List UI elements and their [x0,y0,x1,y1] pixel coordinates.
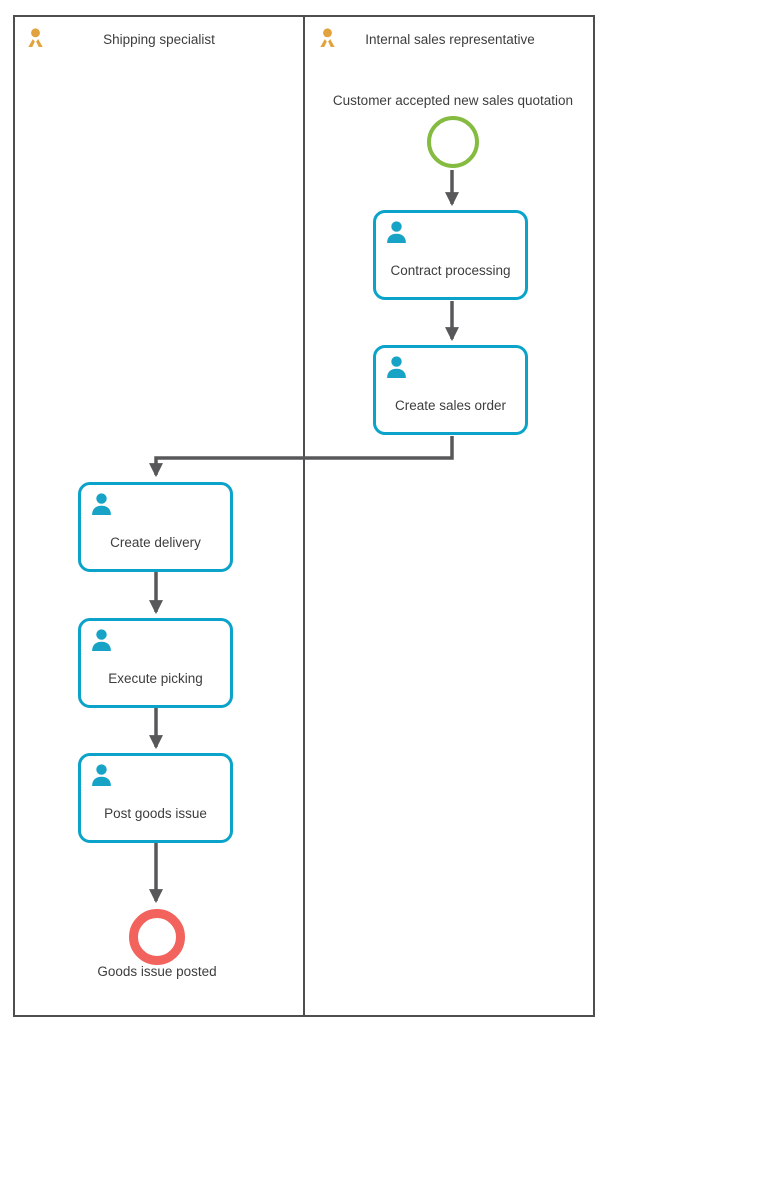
lane-shipping-specialist[interactable]: Shipping specialist [103,32,215,47]
person-icon [320,28,335,47]
end-event[interactable] [129,909,185,965]
user-icon [387,221,406,243]
lane-internal-sales-representative[interactable]: Internal sales representative [365,32,535,47]
task-post-goods-issue[interactable]: Post goods issue [78,753,233,843]
task-create-sales-order[interactable]: Create sales order [373,345,528,435]
task-label: Create sales order [394,398,507,413]
task-create-delivery[interactable]: Create delivery [78,482,233,572]
task-label: Create delivery [110,535,201,550]
task-contract-processing[interactable]: Contract processing [373,210,528,300]
person-icon [28,28,43,47]
task-label: Post goods issue [104,806,207,821]
user-icon [92,764,111,786]
user-icon [92,629,111,651]
start-event-label: Customer accepted new sales quotation [332,93,574,108]
user-icon [387,356,406,378]
user-icon [92,493,111,515]
task-execute-picking[interactable]: Execute picking [78,618,233,708]
task-label: Execute picking [108,671,203,686]
task-label: Contract processing [390,263,511,278]
start-event[interactable] [427,116,479,168]
end-event-label: Goods issue posted [97,964,217,979]
lane-divider [303,15,305,1017]
